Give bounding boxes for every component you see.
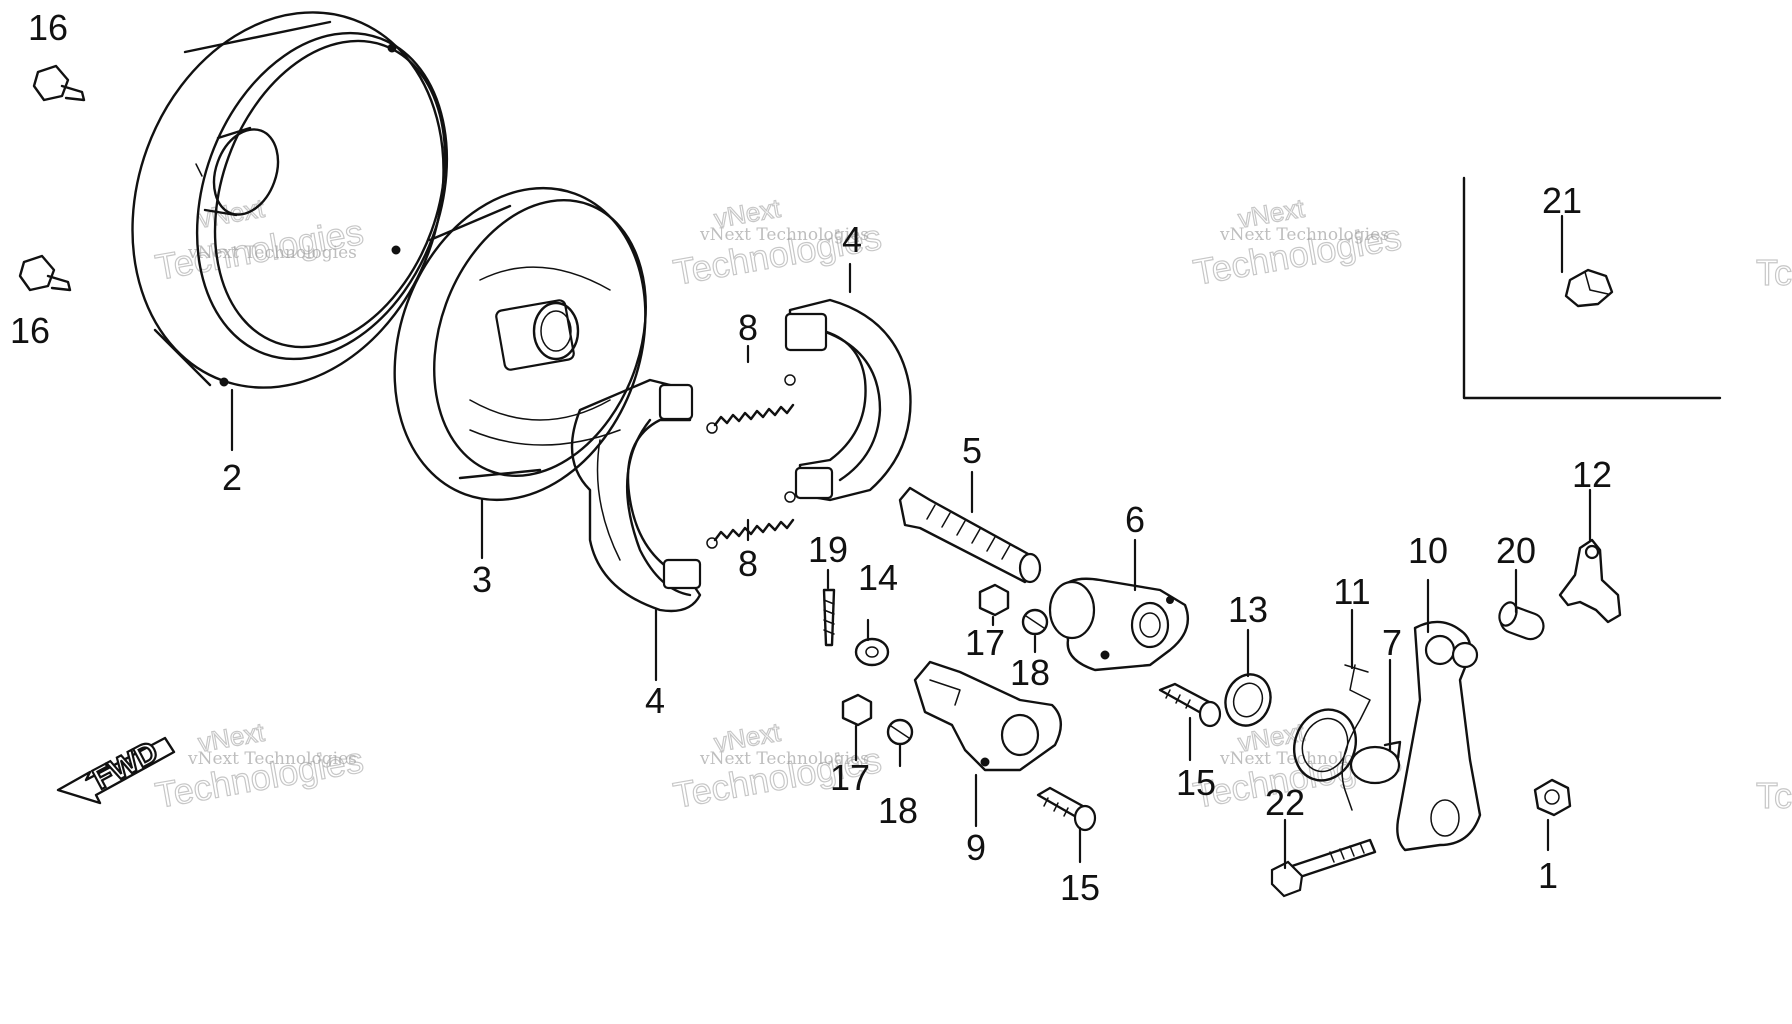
callout-2: 2	[222, 457, 242, 498]
grease-fitting-part-16-lower	[18, 254, 72, 292]
cam-housing-part-6	[1048, 577, 1190, 672]
callout-8: 8	[738, 543, 758, 584]
bracket-part-9	[913, 660, 1062, 772]
watermark-text: Tc	[1756, 252, 1792, 293]
leader-lines	[230, 214, 1592, 870]
callout-18: 18	[878, 790, 918, 831]
callout-7: 7	[1382, 622, 1402, 663]
watermark-text: Tc	[1756, 775, 1792, 816]
nut-part-17-lower	[841, 693, 873, 727]
brake-cam-part-5	[898, 486, 1042, 584]
nut-part-18-upper	[1021, 608, 1049, 636]
callout-22: 22	[1265, 782, 1305, 823]
brake-drum-part-3	[393, 186, 647, 502]
callout-1: 1	[1538, 855, 1558, 896]
nut-part-18-lower	[886, 718, 914, 746]
indicator-plate-part-7	[1293, 708, 1402, 785]
watermark-text: vNext Technologies	[187, 749, 357, 769]
callout-16: 16	[10, 310, 50, 351]
brake-shoe-upper-part-4	[784, 298, 912, 502]
watermark-text: vNext Technologies	[187, 243, 357, 263]
watermark-text: vNext Technologies	[699, 749, 869, 769]
callout-5: 5	[962, 430, 982, 471]
cap-part-21	[1564, 268, 1614, 308]
return-spring-lower-part-8	[706, 491, 796, 549]
inset-frame	[1462, 176, 1722, 400]
callout-13: 13	[1228, 589, 1268, 630]
callout-21: 21	[1542, 180, 1582, 221]
callout-18: 18	[1010, 652, 1050, 693]
watermark-text: vNext Technologies	[1219, 225, 1389, 245]
pin-part-20	[1498, 601, 1545, 641]
callout-8: 8	[738, 307, 758, 348]
bolt-part-22	[1270, 838, 1377, 898]
callout-10: 10	[1408, 530, 1448, 571]
callout-19: 19	[808, 529, 848, 570]
callout-17: 17	[965, 622, 1005, 663]
callout-15: 15	[1176, 762, 1216, 803]
bolt-part-15-lower	[1036, 786, 1097, 832]
fwd-label: FWD	[88, 735, 164, 796]
return-spring-upper-part-8	[706, 374, 796, 434]
callout-4: 4	[645, 680, 665, 721]
callout-15: 15	[1060, 867, 1100, 908]
adjusting-nut-part-12	[1558, 538, 1622, 624]
callout-3: 3	[472, 559, 492, 600]
callout-11: 11	[1333, 571, 1370, 612]
callout-20: 20	[1496, 530, 1536, 571]
callout-12: 12	[1572, 454, 1612, 495]
callout-numbers: 16 16 2 3 4 4 8 8 5 6 19 14 17 18 17 18 …	[10, 7, 1612, 908]
seal-part-13	[1224, 673, 1272, 727]
callout-4: 4	[842, 219, 862, 260]
callout-16: 16	[28, 7, 68, 48]
brake-shoe-lower-part-4	[570, 378, 702, 613]
bolt-part-19	[822, 588, 836, 647]
grease-fitting-part-16-upper	[32, 64, 86, 102]
bolt-part-15-upper	[1158, 682, 1222, 728]
callout-14: 14	[858, 557, 898, 598]
brake-panel-part-2	[131, 11, 449, 389]
nut-part-1	[1533, 778, 1572, 817]
callout-9: 9	[966, 827, 986, 868]
nut-part-17-upper	[978, 583, 1010, 617]
washer-part-14	[854, 637, 890, 667]
brake-arm-part-10	[1396, 620, 1482, 852]
watermark-text: vNext Technologies	[699, 225, 869, 245]
callout-17: 17	[830, 757, 870, 798]
callout-6: 6	[1125, 499, 1145, 540]
